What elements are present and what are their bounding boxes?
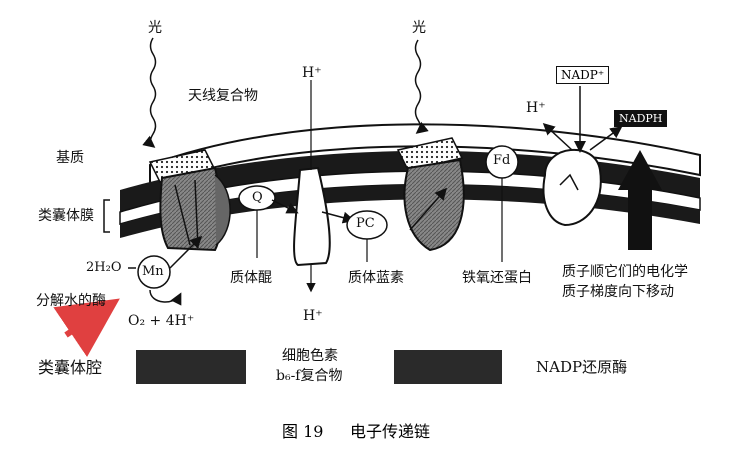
antenna-complex-label: 天线复合物	[188, 88, 258, 104]
ferredoxin-label: 铁氧还蛋白	[462, 270, 532, 286]
nadph-box: NADPH	[614, 110, 668, 127]
nadp-reductase-label: NADP还原酶	[536, 358, 628, 376]
proton-gradient-line2: 质子梯度向下移动	[562, 284, 674, 300]
water-splitting-enzyme-label: 分解水的酶	[36, 293, 106, 309]
mn-cluster	[137, 255, 171, 289]
products-label: O₂ + 4H⁺	[128, 313, 195, 329]
h-plus-right: H⁺	[526, 100, 546, 116]
pc-label: PC	[356, 216, 375, 231]
light-wave-icon	[142, 37, 157, 148]
membrane-bracket	[103, 199, 110, 233]
plastocyanin-label: 质体蓝素	[348, 270, 404, 286]
thylakoid-membrane-label: 类囊体膜	[38, 208, 94, 224]
photosystem-ii	[159, 166, 223, 252]
figure-number: 图 19	[282, 422, 324, 441]
red-arrow-icon	[53, 298, 120, 358]
cytochrome-label-line1: 细胞色素	[282, 348, 338, 364]
h-plus-bottom: H⁺	[303, 308, 323, 324]
photosystem-i	[403, 158, 465, 252]
stroma-label: 基质	[56, 150, 84, 166]
light-label-right: 光	[412, 20, 426, 36]
thylakoid-lumen-label: 类囊体腔	[38, 358, 103, 377]
cytochrome-cone	[293, 166, 331, 267]
antenna-dots-right	[396, 137, 464, 171]
light-label-left: 光	[148, 20, 162, 36]
mn-label: Mn	[142, 264, 164, 279]
proton-flow-arrow	[618, 150, 662, 250]
nadp-reductase-shape	[542, 148, 602, 227]
light-wave-icon	[414, 39, 429, 134]
figure-title: 电子传递链	[350, 422, 431, 441]
nadp-plus-box: NADP⁺	[556, 66, 610, 84]
plastoquinone-label: 质体醌	[230, 270, 272, 286]
membrane-top-band	[149, 123, 701, 188]
fd-label: Fd	[493, 153, 511, 168]
lumen-swatch-left	[136, 350, 246, 384]
lumen-swatch-right	[394, 350, 502, 384]
cytochrome-label-line2: b₆-f复合物	[276, 368, 343, 384]
h-plus-top-center: H⁺	[302, 65, 322, 81]
water-formula-label: 2H₂O	[86, 260, 122, 275]
q-label: Q	[252, 190, 263, 205]
proton-gradient-line1: 质子顺它们的电化学	[562, 264, 688, 280]
